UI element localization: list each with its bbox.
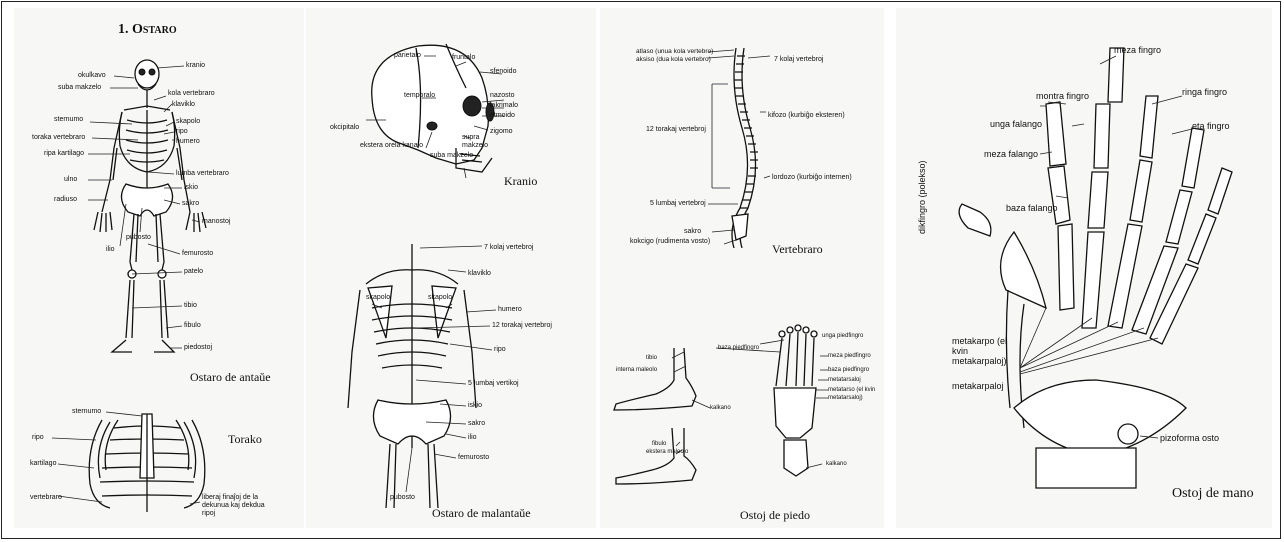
label-ringa-fingro: ringa fingro xyxy=(1182,88,1227,96)
label-tibio-foot: tibio xyxy=(646,354,657,362)
thorax-drawing xyxy=(14,8,304,528)
label-5-lumbaj-vertikoj: 5 lumbaj vertikoj xyxy=(468,380,519,388)
label-thorax-sternumo: sternumo xyxy=(72,408,101,416)
label-ilio-back: ilio xyxy=(468,434,477,442)
label-eta-fingro: eta fingro xyxy=(1192,122,1230,130)
label-baza-piedfingro-2: baza piedfingro xyxy=(828,366,869,374)
label-femurosto-back: femurosto xyxy=(458,454,489,462)
label-metakarpaloj: metakarpaloj xyxy=(952,382,1004,390)
panel-hand: meza fingro montra fingro ringa fingro u… xyxy=(896,8,1272,528)
foot-drawing xyxy=(600,8,884,528)
panel-spine-and-foot: atlaso (unua kola vertebro) aksiso (dua … xyxy=(600,8,884,528)
label-meza-falango: meza falango xyxy=(984,150,1038,158)
label-thorax-kartilago: kartilago xyxy=(30,460,56,468)
label-fibulo-foot: fibulo xyxy=(652,440,666,448)
label-kalkano-side: kalkano xyxy=(710,404,731,412)
caption-ostoj-de-piedo: Ostoj de piedo xyxy=(740,508,810,523)
label-baza-falango: baza falango xyxy=(1006,204,1058,212)
label-meza-piedfingro: meza piedfingro xyxy=(828,352,871,360)
panel-skull-and-back: parietalo fruntalo sfenoido temporalo ok… xyxy=(306,8,596,528)
label-sakro-back: sakro xyxy=(468,420,485,428)
label-dikfingro: dikfingro (polekso) xyxy=(918,160,926,234)
label-humero-back: humero xyxy=(498,306,522,314)
label-pizoforma-osto: pizoforma osto xyxy=(1160,434,1219,442)
caption-ostaro-de-malantaue: Ostaro de malantaŭe xyxy=(432,506,531,521)
label-kalkano: kalkano xyxy=(826,460,847,468)
caption-torako: Torako xyxy=(228,432,262,447)
label-thorax-ripo: ripo xyxy=(32,434,44,442)
label-unga-piedfingro: unga piedfingro xyxy=(822,332,863,340)
label-metatarso: metatarso (el kvin metatarsaloj) xyxy=(828,386,876,402)
label-unga-falango: unga falango xyxy=(990,120,1042,128)
back-skeleton-drawing xyxy=(306,8,596,528)
label-pubosto-back: pubosto xyxy=(390,494,415,502)
label-baza-piedfingro: baza piedfingro xyxy=(718,344,759,352)
label-iskio-back: iskio xyxy=(468,402,482,410)
label-7-kolaj-vertebroj-back: 7 kolaj vertebroj xyxy=(484,244,533,252)
label-interna-maleolo: interna maleolo xyxy=(616,366,657,374)
label-ripo-back: ripo xyxy=(494,346,506,354)
label-12-torakaj-vertebroj: 12 torakaj vertebroj xyxy=(492,322,552,330)
label-ekstera-maleolo: ekstera maleolo xyxy=(646,448,688,456)
label-meza-fingro: meza fingro xyxy=(1114,46,1161,54)
label-metakarpo: metakarpo (el kvin metakarpaloj) xyxy=(952,336,1016,366)
panel-skeleton-front: 1. Ostaro kranio okulkavo suba makzel xyxy=(14,8,304,528)
hand-drawing xyxy=(896,8,1272,528)
label-thorax-vertebraro: vertebraro xyxy=(30,494,62,502)
label-skapolo-right: skapolo xyxy=(428,294,452,302)
label-liberaj-finajoj: liberaj finaĵoj de la dekunua kaj dekdua… xyxy=(202,494,274,518)
label-montra-fingro: montra fingro xyxy=(1036,92,1089,100)
caption-ostoj-de-mano: Ostoj de mano xyxy=(1172,486,1254,502)
label-metatarsaloj: metatarsaloj xyxy=(828,376,861,384)
label-klaviklo-back: klaviklo xyxy=(468,270,491,278)
label-skapolo-left: skapolo xyxy=(366,294,390,302)
